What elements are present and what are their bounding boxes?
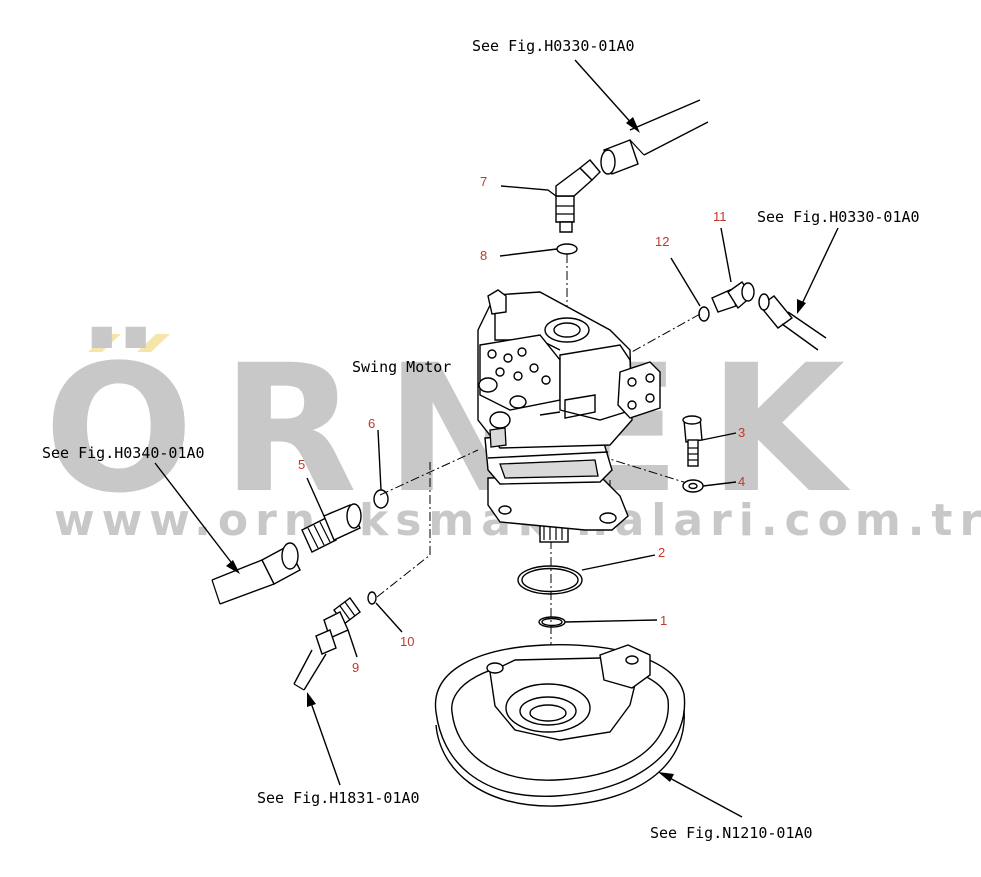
o-ring-1-inner bbox=[541, 617, 563, 627]
part-number-3: 3 bbox=[738, 425, 745, 440]
washer-part-4-hole bbox=[688, 482, 698, 490]
part-number-7: 7 bbox=[480, 174, 487, 189]
part-number-12: 12 bbox=[655, 234, 669, 249]
watermark-accent-right bbox=[137, 334, 170, 352]
part-number-9: 9 bbox=[352, 660, 359, 675]
ref-label-right: See Fig.H0330-01A0 bbox=[757, 208, 920, 226]
bottom-left-hose bbox=[293, 629, 337, 691]
right-hose bbox=[758, 293, 827, 351]
reference-arrows bbox=[154, 59, 839, 818]
part-leader-lines bbox=[306, 185, 737, 658]
ref-label-left: See Fig.H0340-01A0 bbox=[42, 444, 205, 462]
part-number-6: 6 bbox=[368, 416, 375, 431]
part-number-11: 11 bbox=[713, 209, 727, 224]
part-number-5: 5 bbox=[298, 457, 305, 472]
ref-label-top: See Fig.H0330-01A0 bbox=[472, 37, 635, 55]
elbow-fitting-part-11 bbox=[711, 281, 755, 313]
reference-labels: See Fig.H0330-01A0 See Fig.H0330-01A0 Se… bbox=[42, 37, 920, 842]
part-numbers: 1 2 3 4 5 6 7 8 9 10 11 12 bbox=[298, 174, 745, 675]
part-number-2: 2 bbox=[658, 545, 665, 560]
swing-motor bbox=[477, 289, 661, 543]
swing-machinery-housing bbox=[434, 643, 686, 807]
connector-part-5 bbox=[301, 503, 362, 553]
o-ring-part-12 bbox=[698, 306, 710, 322]
component-label: Swing Motor bbox=[352, 358, 451, 376]
washer-part-4 bbox=[682, 479, 704, 493]
left-hose bbox=[211, 542, 301, 605]
o-ring-2-inner bbox=[521, 567, 579, 593]
part-number-10: 10 bbox=[400, 634, 414, 649]
arrow-bottom-right bbox=[665, 775, 743, 818]
ref-label-bottom-right: See Fig.N1210-01A0 bbox=[650, 824, 813, 842]
part-number-1: 1 bbox=[660, 613, 667, 628]
watermark-logo: ÖRNEK bbox=[44, 325, 873, 532]
o-ring-part-10 bbox=[367, 591, 377, 605]
elbow-fitting-part-7 bbox=[555, 159, 601, 233]
arrow-bottom-left bbox=[309, 699, 341, 786]
arrow-right bbox=[800, 227, 839, 307]
part-number-8: 8 bbox=[480, 248, 487, 263]
watermark-accent-left bbox=[88, 334, 121, 352]
part-number-4: 4 bbox=[738, 474, 745, 489]
arrow-top bbox=[574, 59, 635, 127]
ref-label-bottom-left: See Fig.H1831-01A0 bbox=[257, 789, 420, 807]
top-hose bbox=[600, 99, 709, 175]
o-ring-2 bbox=[517, 565, 583, 595]
arrow-left bbox=[154, 462, 235, 567]
o-ring-part-8 bbox=[556, 243, 578, 255]
